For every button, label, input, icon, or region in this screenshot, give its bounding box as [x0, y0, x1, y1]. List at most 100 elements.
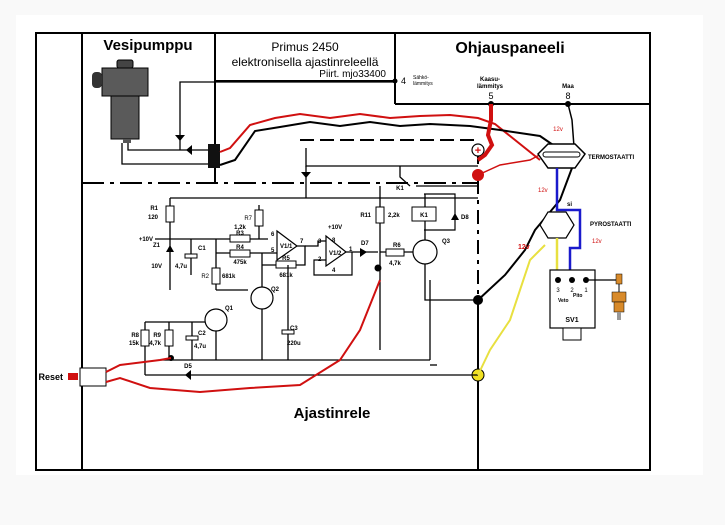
c3-label: C3: [290, 326, 298, 332]
pin4-label: 4: [332, 268, 336, 274]
r1-label: R1: [150, 206, 158, 212]
reset-red-wire-2: [105, 279, 381, 394]
outer-frame: [35, 32, 651, 471]
r3-value: 1,2k: [234, 225, 246, 231]
v1a-label: V1/1: [280, 244, 293, 250]
v12-label-2: 12v: [538, 188, 548, 194]
r1-resistor: [165, 205, 175, 223]
r2-value: 681k: [222, 274, 236, 280]
sv1-terminal-3: [555, 277, 561, 283]
thermocouple-icon: [611, 273, 627, 320]
terminal-8-label: Maa: [562, 84, 574, 90]
r8-value: 15k: [129, 341, 140, 347]
yellow-wire: [477, 244, 546, 376]
pump-connector: [208, 144, 220, 168]
v1b-label: V1/2: [329, 251, 342, 257]
r11-label: R11: [360, 213, 371, 219]
r11-value: 2,2k: [388, 213, 400, 219]
terminal-4-label-1: Sähkö-: [413, 75, 429, 81]
r6-value: 4,7k: [389, 261, 401, 267]
k1-relay-coil: [411, 206, 437, 222]
supply2-label: +10V: [328, 225, 342, 231]
r1-value: 120: [148, 215, 159, 221]
c2-value: 4,7u: [194, 344, 206, 350]
r3-label: R3: [236, 231, 244, 237]
r11-resistor: [375, 206, 385, 224]
r6-resistor: [385, 248, 405, 257]
z1-label: Z1: [153, 243, 161, 249]
thermostat-label: TERMOSTAATTI: [588, 155, 634, 161]
sv1-veto-label: Veto: [558, 298, 569, 304]
pin6-label: 6: [271, 232, 275, 238]
r9-resistor: [164, 329, 174, 347]
black-harness-wire: [219, 120, 577, 301]
r9-value: 4,7k: [149, 341, 161, 347]
reset-red-wire-1: [105, 357, 172, 373]
pump-diode-icon: [175, 135, 185, 141]
terminal-4-number: 4: [401, 76, 406, 86]
d5-label: D5: [184, 364, 192, 370]
z1-zener-icon: [166, 245, 174, 252]
water-pump-icon: [92, 59, 149, 143]
d8-label: D8: [461, 215, 469, 221]
r4-label: R4: [236, 245, 244, 251]
terminal-5-label-1: Kaasu-: [480, 77, 500, 83]
pin5-label: 5: [271, 248, 275, 254]
c3-value: 220u: [287, 341, 301, 347]
blue-wire: [555, 168, 582, 270]
pin1-label: 1: [349, 247, 353, 253]
r6-label: R6: [393, 243, 401, 249]
op-amp-v1-2: [325, 234, 348, 268]
v12-label-1: 12v: [553, 127, 563, 133]
plus-bus: [305, 148, 478, 167]
k1-coil-label: K1: [420, 213, 428, 219]
q2-transistor: [250, 286, 274, 310]
r8-label: R8: [131, 333, 139, 339]
plus-terminal-icon[interactable]: [471, 143, 485, 157]
v12-label-3: 12v: [518, 244, 530, 251]
q1-transistor: [204, 308, 228, 332]
pump-feed-wire: [179, 81, 395, 150]
q2-label: Q2: [271, 287, 280, 293]
c1-label: C1: [198, 246, 206, 252]
d8-diode-icon: [451, 213, 459, 220]
timer-relay-title: Ajastinrele: [294, 405, 371, 422]
r5-resistor: [275, 260, 297, 269]
pin8-label: 8: [332, 238, 336, 244]
d5-diode-icon: [185, 370, 191, 380]
si-label: si: [567, 202, 572, 208]
r7-resistor: [254, 209, 264, 227]
control-panel-title: Ohjauspaneeli: [455, 40, 564, 57]
r5-value: 681k: [279, 273, 293, 279]
k1-switch-label: K1: [396, 186, 404, 192]
supply-label: +10V: [139, 237, 153, 243]
c2-capacitor: [185, 335, 199, 341]
gas-heat-wire: [476, 104, 495, 162]
reset-switch[interactable]: [79, 367, 107, 387]
title-line2: elektronisella ajastinreleellä: [232, 55, 379, 69]
pump-wire-2: [121, 143, 214, 165]
r5-label: R5: [282, 256, 290, 262]
k1-switch: [399, 166, 411, 187]
r9-label: R9: [153, 333, 161, 339]
terminal-8-number: 8: [565, 91, 570, 101]
r8-resistor: [140, 329, 150, 347]
d7-diode-icon: [360, 248, 367, 257]
supply-diode-icon: [301, 172, 311, 178]
terminal-4-label-2: lämmitys: [413, 81, 433, 87]
pin7-label: 7: [300, 239, 304, 245]
c2-label: C2: [198, 331, 206, 337]
r2-resistor: [211, 267, 221, 285]
pyrostat-icon: [539, 211, 575, 239]
pyrostat-label: PYROSTAATTI: [590, 222, 632, 228]
q3-transistor: [412, 239, 438, 265]
c1-value: 4,7u: [175, 264, 187, 270]
reset-label: Reset: [38, 372, 63, 382]
reset-button-icon[interactable]: [68, 373, 78, 380]
sv1-label: SV1: [565, 317, 578, 324]
q1-label: Q1: [225, 306, 234, 312]
r4-value: 475k: [233, 260, 247, 266]
terminal-5-number: 5: [488, 91, 493, 101]
v12-label-4: 12v: [592, 239, 602, 245]
